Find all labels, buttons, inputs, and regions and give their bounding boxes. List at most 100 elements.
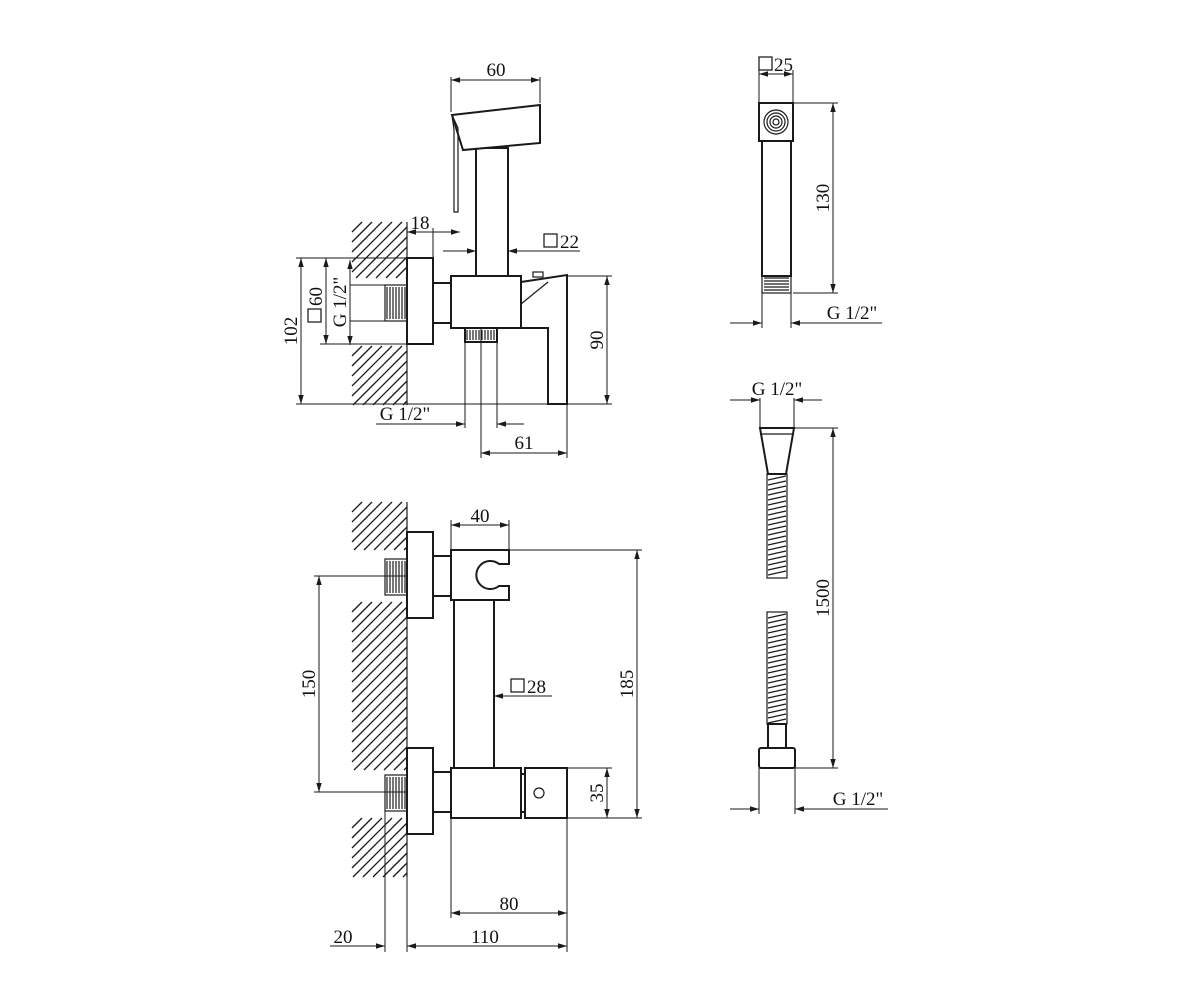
hatch-line	[351, 616, 408, 673]
dim-80: 80	[500, 894, 519, 915]
wall-hatch	[351, 501, 408, 551]
dim-130: 130	[813, 184, 834, 213]
thread-line	[767, 490, 787, 496]
thread-line	[767, 628, 787, 634]
mixer-handle-front	[524, 767, 568, 819]
hatch-line	[351, 656, 408, 713]
hatch-line	[351, 626, 408, 683]
lower-connector	[432, 771, 452, 813]
hose-view: G 1/2" 1500 G 1/2"	[730, 379, 888, 814]
thread-line	[767, 540, 787, 546]
dim-102: 102	[281, 317, 302, 346]
thread-line	[767, 693, 787, 699]
hose-coils	[767, 475, 787, 576]
thread-lines	[386, 777, 406, 809]
hatch-line	[353, 501, 403, 551]
hatch-line	[351, 501, 393, 543]
thread-line	[767, 480, 787, 486]
mixer-body	[450, 275, 522, 329]
thread-lines	[466, 330, 495, 340]
hatch-line	[351, 601, 373, 623]
thread-line	[767, 565, 787, 571]
hose-coils	[767, 613, 787, 724]
dim-20: 20	[334, 927, 353, 948]
hatch-line	[372, 370, 408, 406]
dim-61: 61	[515, 433, 534, 454]
hatch-line	[352, 350, 408, 406]
vertical-bar	[453, 599, 495, 769]
dim-40: 40	[471, 506, 490, 527]
thread-line	[767, 505, 787, 511]
hatch-line	[351, 345, 383, 377]
wall-hatch-top-upper	[351, 221, 408, 279]
thread-lines	[764, 277, 789, 291]
thread-line	[767, 698, 787, 704]
thread-line	[767, 510, 787, 516]
dim-thread-g12-vertical: G 1/2"	[330, 277, 351, 328]
thread-line	[767, 633, 787, 639]
hatch-line	[351, 345, 393, 387]
hatch-line	[351, 706, 408, 763]
nozzle-ring-outer	[763, 109, 789, 135]
front-view: 40 150 28 185 35 80 20 110	[299, 501, 642, 952]
nozzle-ring	[772, 118, 780, 126]
dim-square-25: 25	[774, 55, 793, 76]
thread-line	[767, 485, 787, 491]
thread-line	[767, 708, 787, 714]
hatch-line	[383, 746, 408, 771]
dim-square-22: 22	[560, 232, 579, 253]
hatch-line	[351, 221, 373, 243]
square-symbol	[510, 678, 525, 693]
dim-1500: 1500	[813, 579, 834, 617]
hatch-line	[351, 606, 408, 663]
dim-square-60: 60	[306, 287, 327, 306]
hatch-line	[373, 736, 408, 771]
thread-line	[767, 495, 787, 501]
thread-line	[767, 475, 787, 481]
hatch-line	[352, 822, 408, 878]
handshower-head	[450, 103, 541, 152]
dim-thread-g12: G 1/2"	[827, 303, 878, 324]
eccentric-connector	[432, 282, 452, 324]
thread-line	[767, 530, 787, 536]
hatch-line	[351, 676, 408, 733]
threaded-inlet	[384, 284, 408, 322]
thread-line	[767, 678, 787, 684]
thread-line	[767, 718, 787, 724]
hose-upper-segment	[766, 473, 788, 579]
thread-line	[767, 520, 787, 526]
dim-thread-g12-bottom: G 1/2"	[833, 789, 884, 810]
hatch-line	[351, 345, 403, 397]
hatch-line	[351, 345, 373, 367]
hatch-line	[385, 256, 408, 279]
thread-line	[767, 713, 787, 719]
hatch-line	[351, 817, 363, 829]
hatch-line	[395, 266, 408, 279]
thread-line	[767, 673, 787, 679]
thread-line	[767, 570, 787, 576]
thread-lines	[386, 287, 406, 319]
dim-60: 60	[487, 60, 506, 81]
dim-18: 18	[411, 213, 430, 234]
mixer-lever	[520, 273, 568, 405]
thread-line	[767, 515, 787, 521]
hatch-line	[351, 221, 403, 273]
hatch-line	[351, 501, 383, 533]
hatch-line	[351, 601, 403, 653]
thread-line	[767, 555, 787, 561]
hatch-line	[353, 716, 408, 771]
handshower-holder	[450, 549, 510, 601]
square-symbol	[758, 56, 773, 71]
thread-line	[767, 658, 787, 664]
nozzle-ring	[769, 115, 783, 129]
hatch-line	[351, 686, 408, 743]
thread-line	[767, 683, 787, 689]
thread-line	[767, 623, 787, 629]
dim-90: 90	[587, 331, 608, 350]
mixer-body-front	[450, 767, 522, 819]
upper-wall-flange	[406, 531, 434, 619]
wall-hatch	[351, 601, 408, 771]
hose-nut	[758, 747, 796, 769]
hatch-line	[382, 380, 408, 406]
